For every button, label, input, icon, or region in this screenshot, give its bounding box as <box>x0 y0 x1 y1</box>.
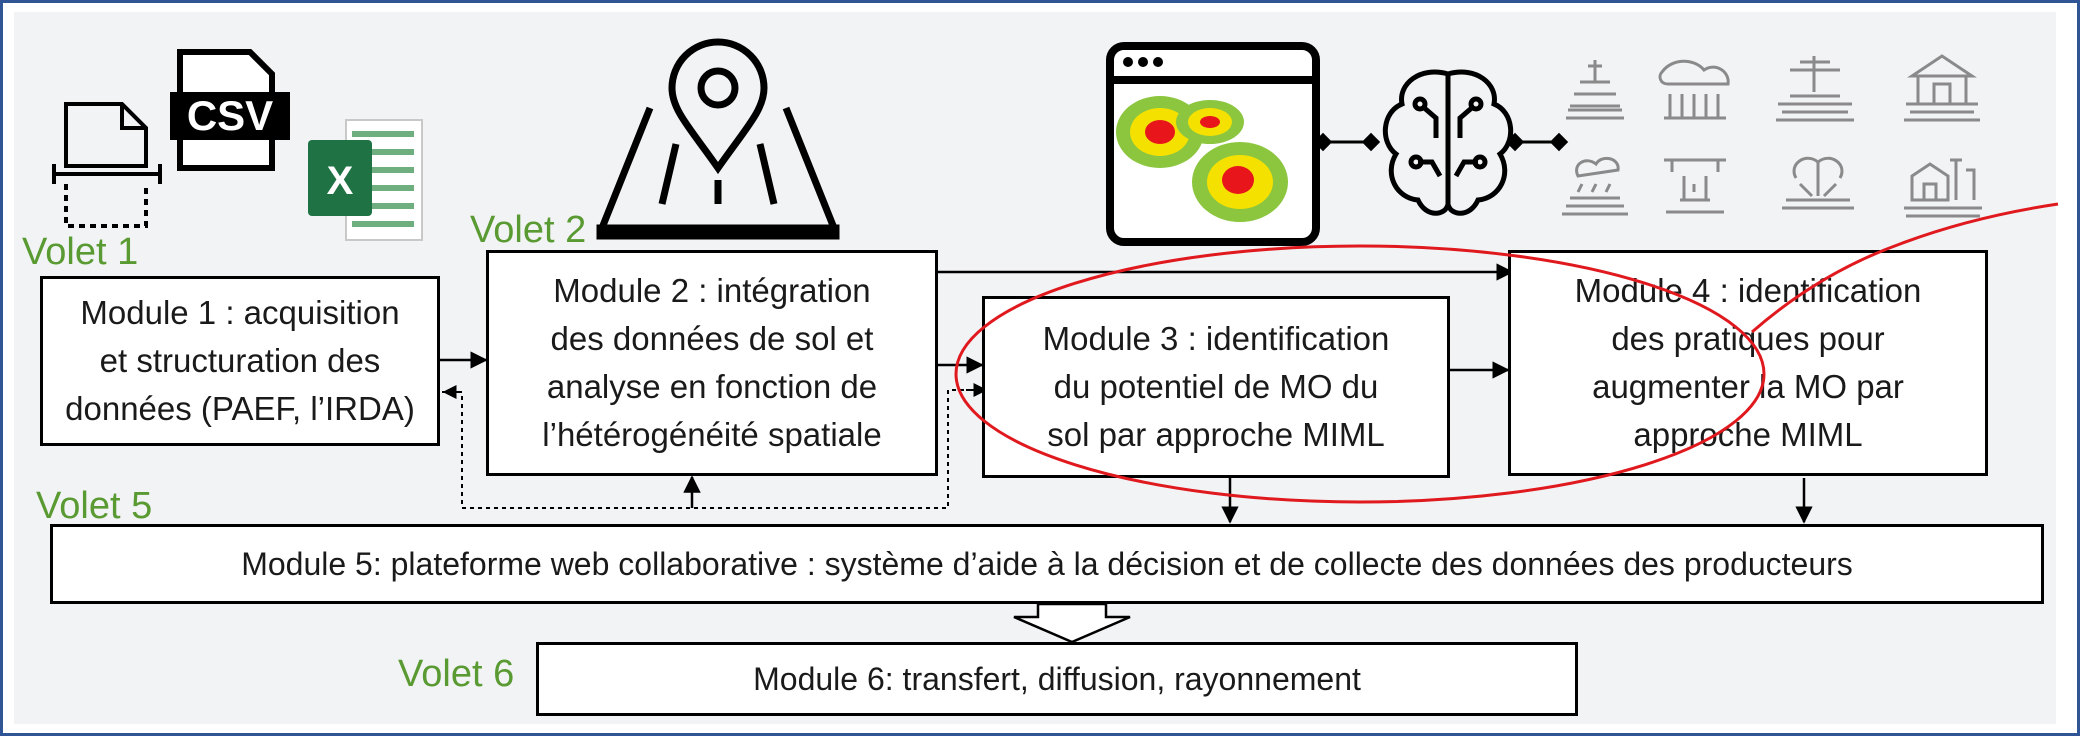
farm-practice-icon-3 <box>1776 56 1854 122</box>
csv-file-label: CSV <box>187 92 273 139</box>
volet-5-label: Volet 5 <box>36 485 153 527</box>
block-arrow-m5-to-m6 <box>1013 602 1131 644</box>
excel-spreadsheet-icon: X <box>308 119 423 241</box>
module-4-box: Module 4 : identification des pratiques … <box>1508 250 1988 476</box>
ai-brain-icon <box>1382 69 1514 216</box>
link-brain-farms-icon <box>1505 132 1569 152</box>
heatmap-window-icon <box>1106 42 1320 246</box>
csv-file-icon: CSV <box>170 49 290 171</box>
farm-practice-icon-4 <box>1904 54 1980 122</box>
module-1-box: Module 1 : acquisition et structuration … <box>40 276 440 446</box>
map-location-pin-icon <box>596 38 840 240</box>
volet-6-label: Volet 6 <box>398 653 515 695</box>
farm-practice-icon-8 <box>1904 158 1982 218</box>
module-3-box: Module 3 : identification du potentiel d… <box>982 296 1450 478</box>
link-window-brain-icon <box>1313 132 1381 152</box>
module-2-box: Module 2 : intégration des données de so… <box>486 250 938 476</box>
module-6-box: Module 6: transfert, diffusion, rayonnem… <box>536 642 1578 716</box>
volet-2-label: Volet 2 <box>470 209 587 251</box>
module-5-box: Module 5: plateforme web collaborative :… <box>50 524 2044 604</box>
farm-practice-icon-5 <box>1562 156 1628 216</box>
farm-practice-icon-7 <box>1782 156 1854 210</box>
highlight-ellipse <box>954 202 2059 504</box>
excel-icon-letter: X <box>327 159 354 203</box>
volet-1-label: Volet 1 <box>22 231 139 273</box>
farm-practice-icon-2 <box>1658 59 1730 120</box>
farm-practice-icon-1 <box>1566 60 1624 120</box>
farm-practice-icon-6 <box>1664 158 1726 214</box>
scan-document-icon <box>52 102 162 228</box>
